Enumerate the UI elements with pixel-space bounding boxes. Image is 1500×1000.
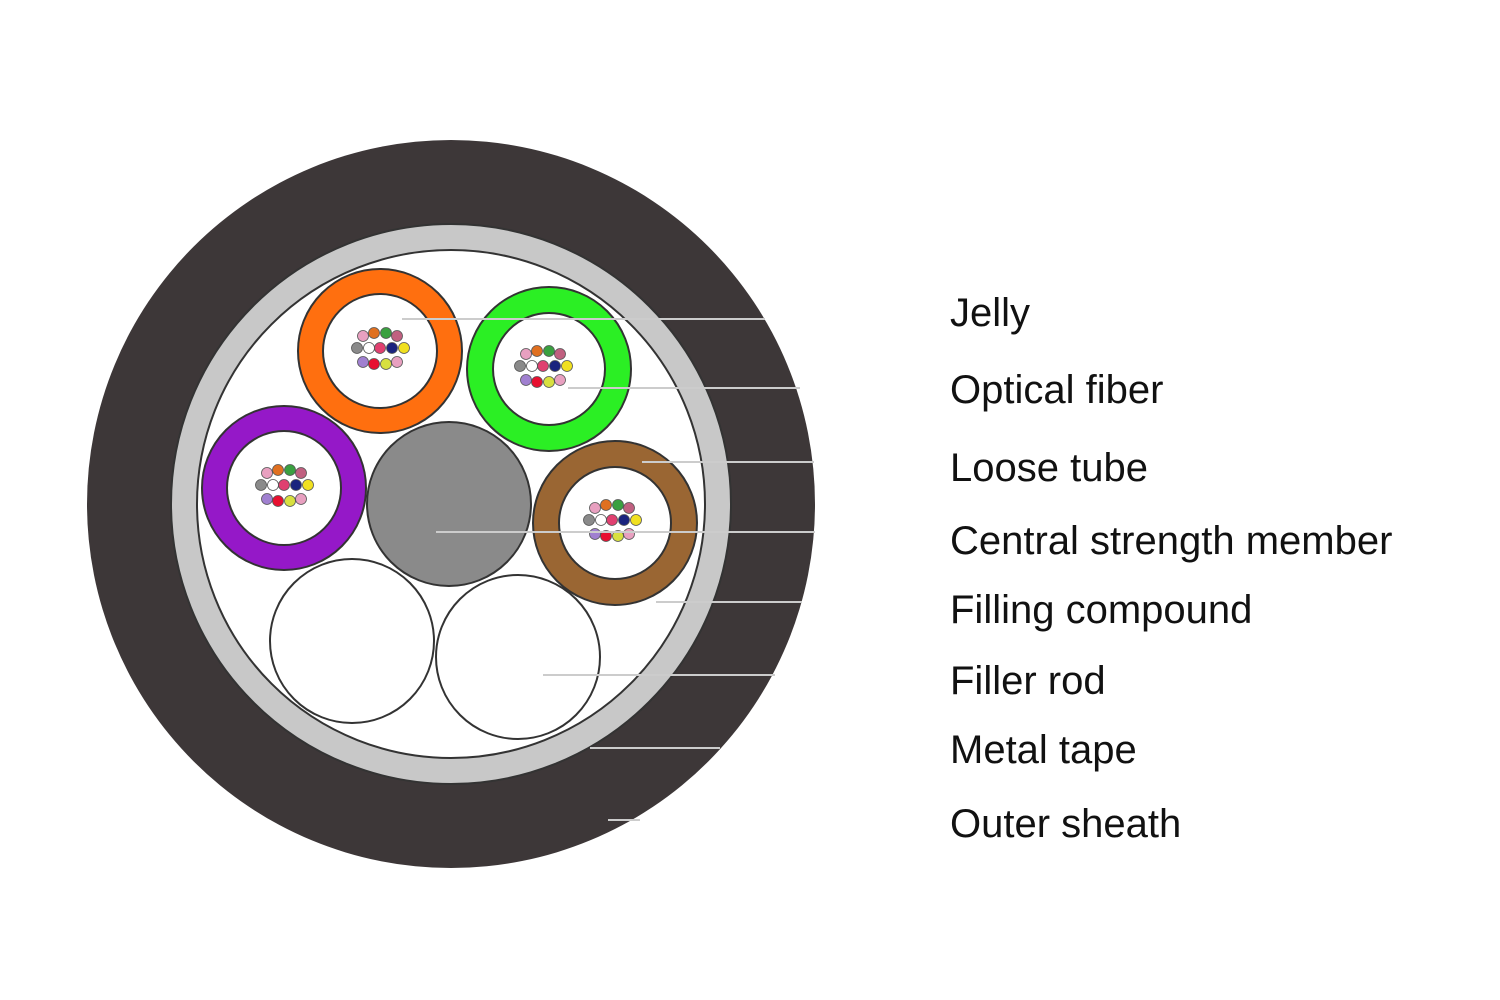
label-filler-rod: Filler rod [950,659,1106,703]
optical-fiber-strand [261,493,273,505]
optical-fiber-strand [267,479,279,491]
optical-fiber-strand [284,464,296,476]
optical-fiber-strand [295,467,307,479]
optical-fiber-bundle [514,345,573,388]
optical-fiber-strand [623,502,635,514]
optical-fiber-strand [595,514,607,526]
optical-fiber-strand [561,360,573,372]
optical-fiber-strand [606,514,618,526]
loose-tube-orange [297,268,463,434]
loose-tube-green [466,286,632,452]
optical-fiber-strand [526,360,538,372]
optical-fiber-strand [630,514,642,526]
loose-tube-purple [201,405,367,571]
filler-rod [269,558,435,724]
label-outer-sheath: Outer sheath [950,802,1181,846]
optical-fiber-strand [543,376,555,388]
central-strength-member [366,421,532,587]
optical-fiber-strand [357,356,369,368]
optical-fiber-strand [368,358,380,370]
loose-tube-brown [532,440,698,606]
optical-fiber-strand [368,327,380,339]
optical-fiber-strand [295,493,307,505]
optical-fiber-bundle [583,499,642,542]
optical-fiber-strand [514,360,526,372]
optical-fiber-strand [272,495,284,507]
label-metal-tape: Metal tape [950,728,1137,772]
label-jelly: Jelly [950,291,1030,335]
optical-fiber-strand [589,502,601,514]
optical-fiber-strand [600,499,612,511]
optical-fiber-bundle [351,327,410,370]
optical-fiber-strand [554,374,566,386]
leader-lines [402,318,815,821]
optical-fiber-strand [363,342,375,354]
optical-fiber-strand [618,514,630,526]
optical-fiber-strand [391,330,403,342]
optical-fiber-strand [612,499,624,511]
label-filling-compound: Filling compound [950,588,1252,632]
optical-fiber-strand [623,528,635,540]
optical-fiber-strand [554,348,566,360]
label-loose-tube: Loose tube [950,446,1148,490]
optical-fiber-strand [272,464,284,476]
optical-fiber-strand [380,327,392,339]
optical-fiber-strand [261,467,273,479]
optical-fiber-strand [520,348,532,360]
optical-fiber-strand [589,528,601,540]
optical-fiber-strand [386,342,398,354]
optical-fiber-strand [391,356,403,368]
optical-fiber-strand [357,330,369,342]
optical-fiber-strand [520,374,532,386]
optical-fiber-strand [531,345,543,357]
optical-fiber-strand [543,345,555,357]
filler-rod [435,574,601,740]
optical-fiber-strand [380,358,392,370]
label-optical-fiber: Optical fiber [950,368,1163,412]
optical-fiber-strand [255,479,267,491]
optical-fiber-strand [351,342,363,354]
optical-fiber-strand [302,479,314,491]
optical-fiber-strand [278,479,290,491]
optical-fiber-strand [398,342,410,354]
optical-fiber-strand [290,479,302,491]
optical-fiber-strand [583,514,595,526]
optical-fiber-strand [284,495,296,507]
optical-fiber-strand [537,360,549,372]
optical-fiber-strand [549,360,561,372]
optical-fiber-strand [374,342,386,354]
label-central-strength-member: Central strength member [950,519,1392,563]
optical-fiber-bundle [255,464,314,507]
optical-fiber-strand [531,376,543,388]
optical-fiber-strand [600,530,612,542]
